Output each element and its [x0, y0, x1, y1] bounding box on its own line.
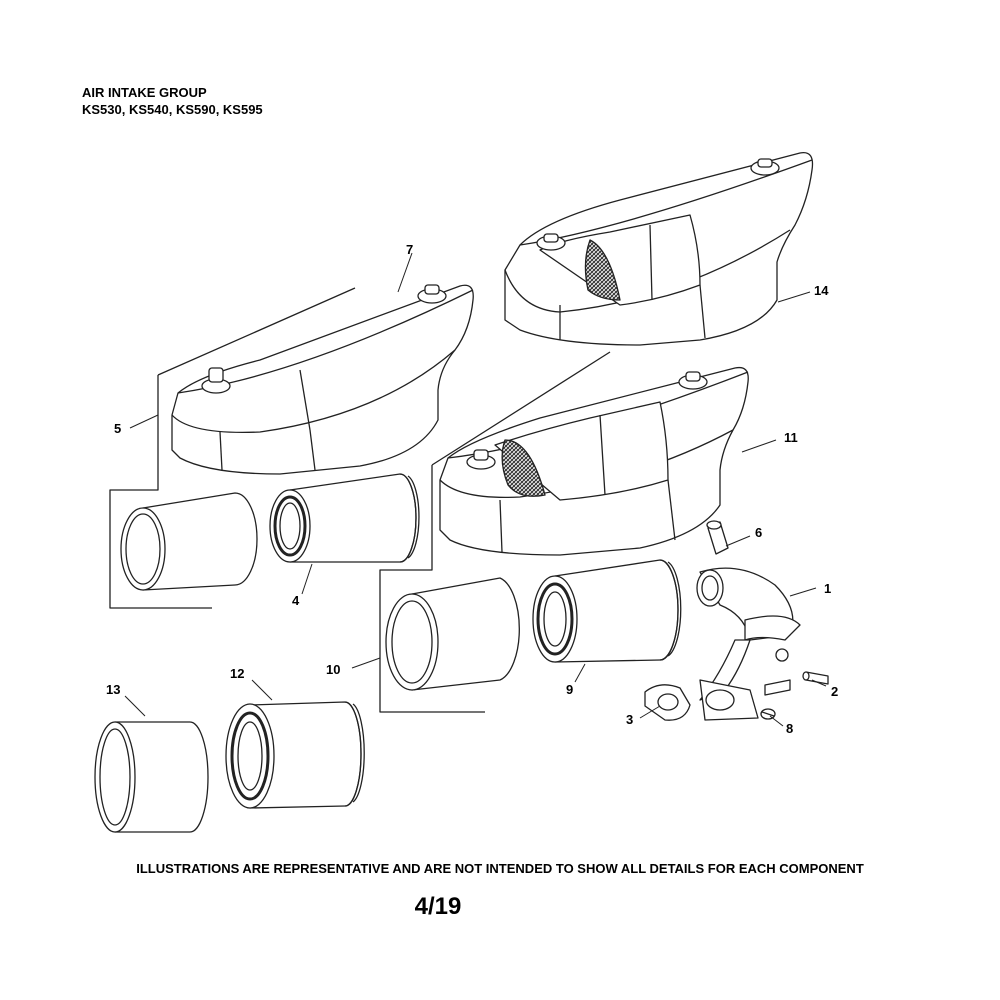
group-bracket-5 — [110, 288, 355, 608]
leader-3 — [639, 705, 661, 719]
disclaimer-text: ILLUSTRATIONS ARE REPRESENTATIVE AND ARE… — [136, 861, 864, 876]
precleaner-13 — [95, 722, 208, 832]
model-list: KS530, KS540, KS590, KS595 — [82, 102, 263, 117]
callout-4: 4 — [292, 593, 300, 608]
callout-12: 12 — [230, 666, 244, 681]
leader-9 — [574, 663, 586, 683]
precleaner-left — [121, 493, 257, 590]
callout-2: 2 — [831, 684, 838, 699]
group-bracket-10 — [380, 352, 610, 712]
callout-8: 8 — [786, 721, 793, 736]
diagram-title: AIR INTAKE GROUP — [82, 85, 207, 100]
leader-10 — [351, 657, 381, 669]
page-number: 4/19 — [414, 893, 462, 920]
callout-10: 10 — [326, 662, 340, 677]
callout-1: 1 — [824, 581, 831, 596]
diagram-header: AIR INTAKE GROUP KS530, KS540, KS590, KS… — [82, 84, 263, 118]
leader-14 — [777, 291, 811, 303]
callout-5: 5 — [114, 421, 121, 436]
callout-11: 11 — [784, 430, 798, 445]
gasket-3 — [645, 685, 690, 720]
callout-14: 14 — [814, 283, 829, 298]
air-filter-4 — [270, 474, 419, 562]
leader-7 — [397, 252, 413, 293]
precleaner-10 — [386, 578, 519, 690]
callout-9: 9 — [566, 682, 573, 697]
leader-11 — [741, 439, 777, 453]
callout-3: 3 — [626, 712, 633, 727]
air-filter-9 — [533, 560, 681, 662]
callout-6: 6 — [755, 525, 762, 540]
callout-7: 7 — [406, 242, 413, 257]
fitting-6 — [707, 521, 728, 554]
leader-8 — [769, 715, 784, 727]
screw-8 — [761, 709, 775, 719]
leader-5 — [129, 414, 159, 429]
leader-2 — [811, 679, 827, 687]
air-filter-12 — [226, 702, 364, 808]
pin-2 — [803, 672, 828, 684]
leader-1 — [789, 587, 817, 597]
air-cleaner-cover-11 — [440, 368, 748, 555]
air-cleaner-cover-14 — [505, 153, 813, 345]
air-cleaner-cover-7 — [172, 285, 473, 474]
leader-6 — [725, 535, 751, 547]
leader-13 — [124, 695, 146, 717]
intake-elbow-1 — [697, 568, 800, 720]
leader-4 — [301, 563, 313, 595]
leader-12 — [251, 679, 273, 701]
callout-13: 13 — [106, 682, 120, 697]
